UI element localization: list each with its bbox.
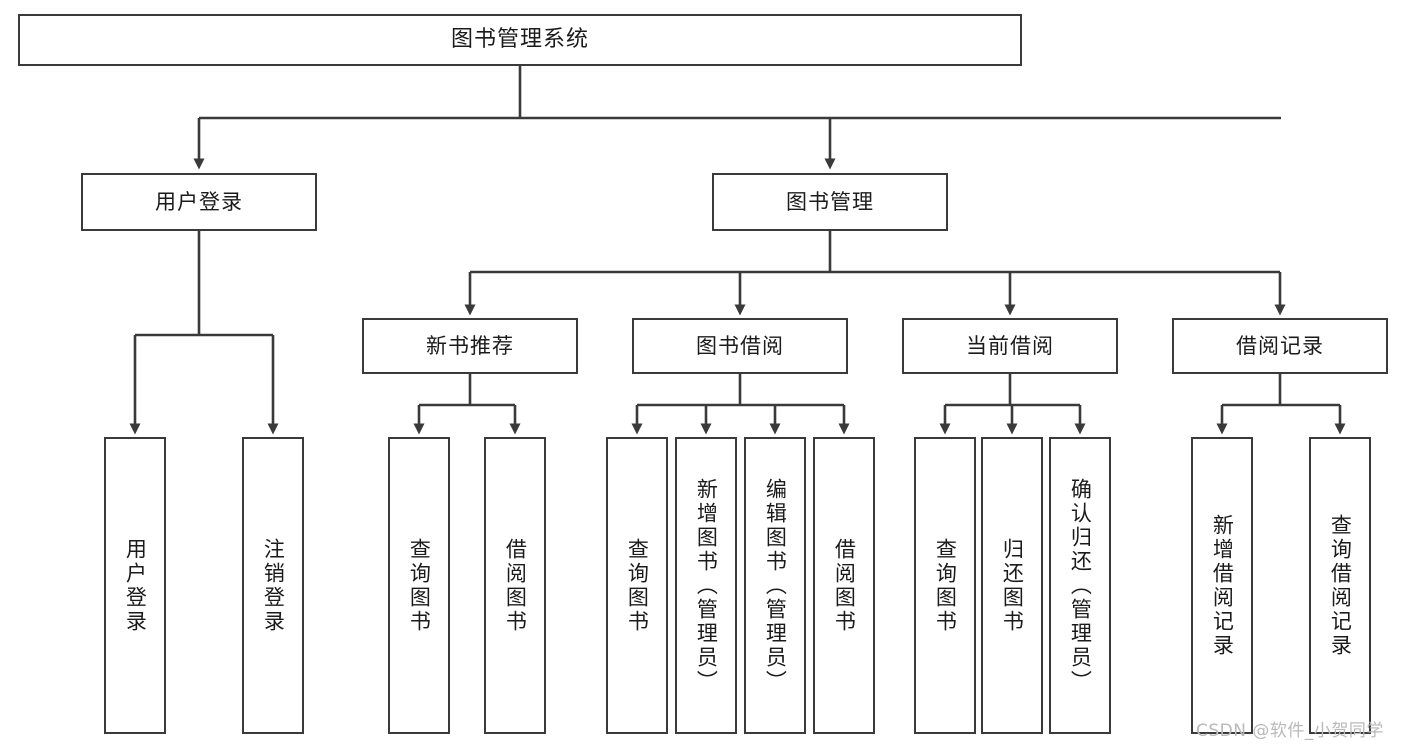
node-leaf-add-book-admin[interactable]: 新增图书（管理员） (675, 437, 737, 734)
node-current-borrow[interactable]: 当前借阅 (902, 318, 1118, 374)
node-leaf-edit-book-admin[interactable]: 编辑图书（管理员） (744, 437, 806, 734)
node-book-management[interactable]: 图书管理 (712, 173, 948, 231)
node-label: 归还图书 (1000, 537, 1025, 634)
node-root-library-management-system[interactable]: 图书管理系统 (18, 14, 1022, 66)
node-borrow-record[interactable]: 借阅记录 (1172, 318, 1388, 374)
node-label: 新书推荐 (426, 333, 514, 358)
node-leaf-logout[interactable]: 注销登录 (242, 437, 304, 734)
node-label: 当前借阅 (966, 333, 1054, 358)
node-label: 查询图书 (407, 537, 432, 634)
node-new-book-recommend[interactable]: 新书推荐 (362, 318, 578, 374)
node-user-login[interactable]: 用户登录 (81, 173, 317, 231)
node-label: 图书管理 (786, 189, 874, 214)
node-leaf-return-book[interactable]: 归还图书 (981, 437, 1043, 734)
node-label: 编辑图书（管理员） (763, 477, 788, 694)
node-label: 图书借阅 (696, 333, 784, 358)
node-label: 查询借阅记录 (1328, 513, 1353, 658)
csdn-watermark: CSDN @软件_小贺同学 (1196, 721, 1384, 741)
node-leaf-borrow-book-recommend[interactable]: 借阅图书 (484, 437, 546, 734)
node-label: 用户登录 (123, 537, 148, 634)
node-leaf-query-book-current[interactable]: 查询图书 (914, 437, 976, 734)
node-label: 注销登录 (261, 537, 286, 634)
node-book-borrow[interactable]: 图书借阅 (632, 318, 848, 374)
node-leaf-query-book-borrow[interactable]: 查询图书 (606, 437, 668, 734)
node-leaf-add-borrow-record[interactable]: 新增借阅记录 (1191, 437, 1253, 734)
node-leaf-query-book-recommend[interactable]: 查询图书 (388, 437, 450, 734)
node-label: 查询图书 (933, 537, 958, 634)
node-label: 查询图书 (625, 537, 650, 634)
node-leaf-confirm-return-admin[interactable]: 确认归还（管理员） (1049, 437, 1111, 734)
node-leaf-user-login[interactable]: 用户登录 (104, 437, 166, 734)
node-label: 图书管理系统 (450, 27, 589, 53)
node-label: 新增图书（管理员） (694, 477, 719, 694)
node-label: 借阅图书 (503, 537, 528, 634)
node-leaf-query-borrow-record[interactable]: 查询借阅记录 (1309, 437, 1371, 734)
node-label: 用户登录 (155, 189, 243, 214)
node-leaf-borrow-book[interactable]: 借阅图书 (813, 437, 875, 734)
node-label: 借阅图书 (832, 537, 857, 634)
node-label: 新增借阅记录 (1210, 513, 1235, 658)
node-label: 借阅记录 (1236, 333, 1324, 358)
node-label: 确认归还（管理员） (1068, 477, 1093, 694)
